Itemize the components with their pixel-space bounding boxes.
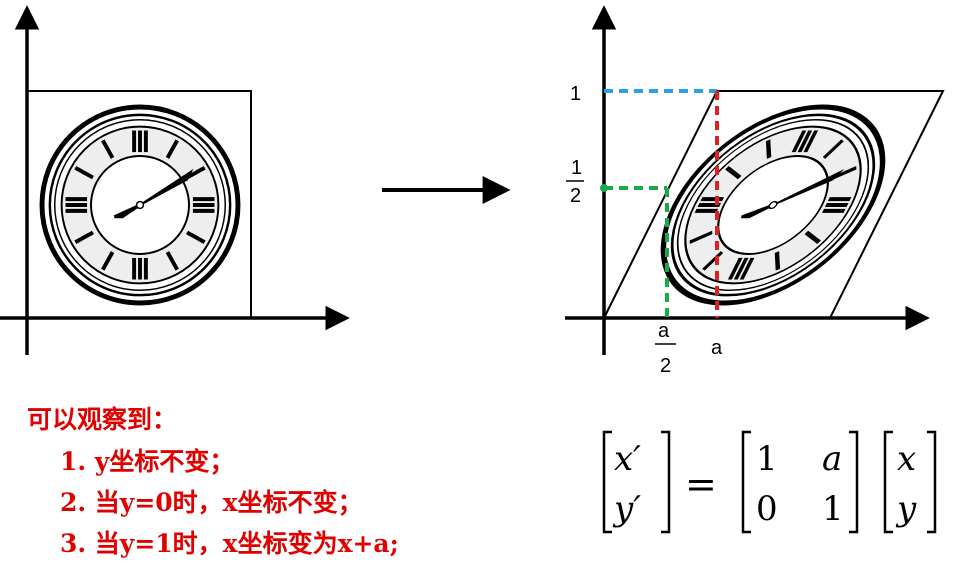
- left-clock-image: [42, 107, 238, 303]
- lhs-x-prime: x′: [614, 439, 641, 479]
- right-panel: 1 1 2 a 2 a: [565, 5, 945, 377]
- x-tick-a: a: [711, 337, 723, 359]
- matrix-equation: x′ y′ = 1 a 0 1 x y: [602, 430, 937, 534]
- y-tick-half-denominator: 2: [570, 185, 581, 207]
- left-panel: [0, 5, 350, 355]
- x-tick-half-denominator: 2: [660, 355, 671, 377]
- guide-point-half: [600, 184, 608, 192]
- matrix-cell-22: 1: [822, 489, 844, 529]
- observation-item-1: 1. y坐标不变；: [60, 447, 234, 476]
- matrix-cell-11: 1: [756, 439, 778, 479]
- y-tick-one: 1: [570, 83, 581, 105]
- left-unit-square: [26, 90, 252, 319]
- y-tick-half-numerator: 1: [571, 157, 582, 179]
- observation-item-3: 3. 当y=1时，x坐标变为x+a;: [60, 529, 399, 558]
- x-tick-half-numerator: a: [658, 320, 670, 342]
- rhs-y: y: [895, 489, 917, 529]
- observation-item-2: 2. 当y=0时，x坐标不变；: [60, 488, 363, 517]
- equals-sign: =: [685, 462, 717, 506]
- observations-block: 可以观察到： 1. y坐标不变； 2. 当y=0时，x坐标不变； 3. 当y=1…: [27, 405, 399, 558]
- lhs-bracket-right: [661, 430, 671, 534]
- matrix-cell-21: 0: [756, 489, 778, 529]
- observations-title: 可以观察到：: [27, 405, 177, 434]
- rhs-x: x: [897, 439, 916, 479]
- matrix-cell-12: a: [822, 439, 842, 479]
- rhs-bracket-right: [927, 430, 937, 534]
- matrix-bracket-right: [849, 430, 859, 534]
- sheared-parallelogram: [602, 90, 945, 319]
- lhs-y-prime: y′: [612, 489, 641, 529]
- matrix-bracket-left: [741, 430, 751, 534]
- rhs-bracket-left: [883, 430, 893, 534]
- right-sheared-clock: [626, 107, 920, 303]
- lhs-bracket-left: [602, 430, 612, 534]
